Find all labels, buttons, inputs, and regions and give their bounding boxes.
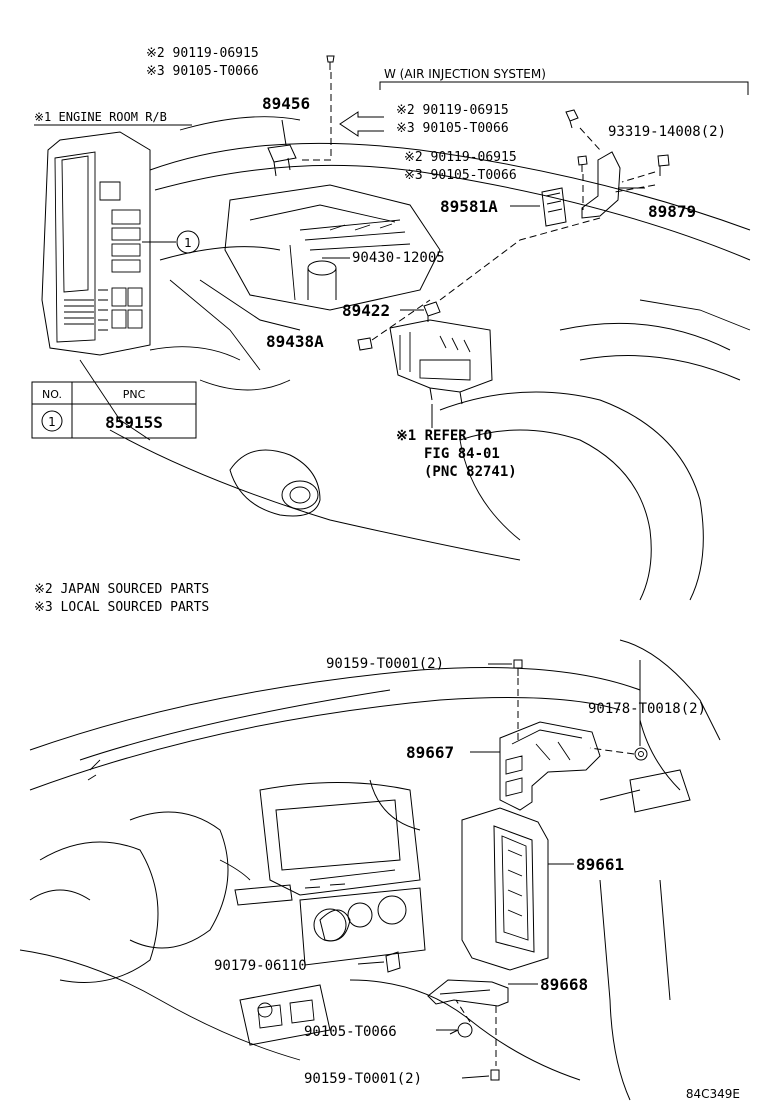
part-90159-bottom-label: 90159-T0001(2) <box>304 1071 422 1087</box>
part-89667-bracket <box>499 721 601 811</box>
table-header-no: NO. <box>42 388 62 401</box>
bolt-93319-icon <box>657 154 670 176</box>
part-90178-label: 90178-T0018(2) <box>588 701 706 717</box>
part-89438a-label: 89438A <box>266 332 324 351</box>
pnc-table <box>31 381 197 439</box>
part-90105-label: 90105-T0066 <box>304 1024 397 1040</box>
screw-a-line2: ※3 90105-T0066 <box>146 64 259 79</box>
refer-line2: FIG 84-01 <box>424 446 500 462</box>
part-89879-label: 89879 <box>648 202 696 221</box>
bolt-90105-icon <box>449 1022 473 1038</box>
part-89438a-sensor <box>357 337 373 351</box>
part-89667-label: 89667 <box>406 743 454 762</box>
part-90159-top-label: 90159-T0001(2) <box>326 656 444 672</box>
bolt-90159-top-icon <box>513 659 523 676</box>
relay-block-assembly <box>389 319 493 405</box>
engine-bay-illustration <box>79 116 751 601</box>
refer-line1: ※1 REFER TO <box>396 428 492 444</box>
part-89581a-label: 89581A <box>440 197 498 216</box>
part-89456-sensor <box>267 119 297 177</box>
bolt-90159-bottom-icon <box>490 1069 500 1081</box>
engine-room-relay-block <box>41 131 200 356</box>
part-89661-label: 89661 <box>576 855 624 874</box>
figure-code: 84C349E <box>686 1087 740 1101</box>
screw-a-line1: ※2 90119-06915 <box>146 46 259 61</box>
direction-arrow <box>339 111 384 137</box>
note-japan-sourced: ※2 JAPAN SOURCED PARTS <box>34 582 209 597</box>
part-89668-label: 89668 <box>540 975 588 994</box>
part-90179-label: 90179-06110 <box>214 958 307 974</box>
screw-c-icon <box>577 155 588 172</box>
air-injection-label: W (AIR INJECTION SYSTEM) <box>384 67 546 81</box>
nut-90178-icon <box>634 747 648 761</box>
table-row-no: 1 <box>48 415 56 429</box>
callout-number: 1 <box>184 236 192 250</box>
part-89879-bracket <box>581 151 645 219</box>
part-89422-label: 89422 <box>342 301 390 320</box>
part-89581a-module <box>541 187 567 227</box>
part-90430-label: 90430-12005 <box>352 250 445 266</box>
part-89661-ecu <box>461 807 549 971</box>
screw-a-icon <box>326 55 335 70</box>
part-93319-label: 93319-14008(2) <box>608 124 726 140</box>
part-89422-sensor <box>423 301 441 322</box>
screw-c-line2: ※3 90105-T0066 <box>404 168 517 183</box>
refer-line3: (PNC 82741) <box>424 464 517 480</box>
engine-room-rb-label: ※1 ENGINE ROOM R/B <box>34 110 167 124</box>
part-89668-bracket <box>427 979 509 1007</box>
air-injection-bracket <box>379 81 749 95</box>
table-row-pnc: 85915S <box>105 413 163 432</box>
screw-b-icon <box>565 109 579 129</box>
screw-b-line1: ※2 90119-06915 <box>396 103 509 118</box>
table-header-pnc: PNC <box>123 388 146 401</box>
part-89456-label: 89456 <box>262 94 310 113</box>
clip-90179-icon <box>385 951 401 973</box>
screw-b-line2: ※3 90105-T0066 <box>396 121 509 136</box>
screw-c-line1: ※2 90119-06915 <box>404 150 517 165</box>
note-local-sourced: ※3 LOCAL SOURCED PARTS <box>34 600 209 615</box>
